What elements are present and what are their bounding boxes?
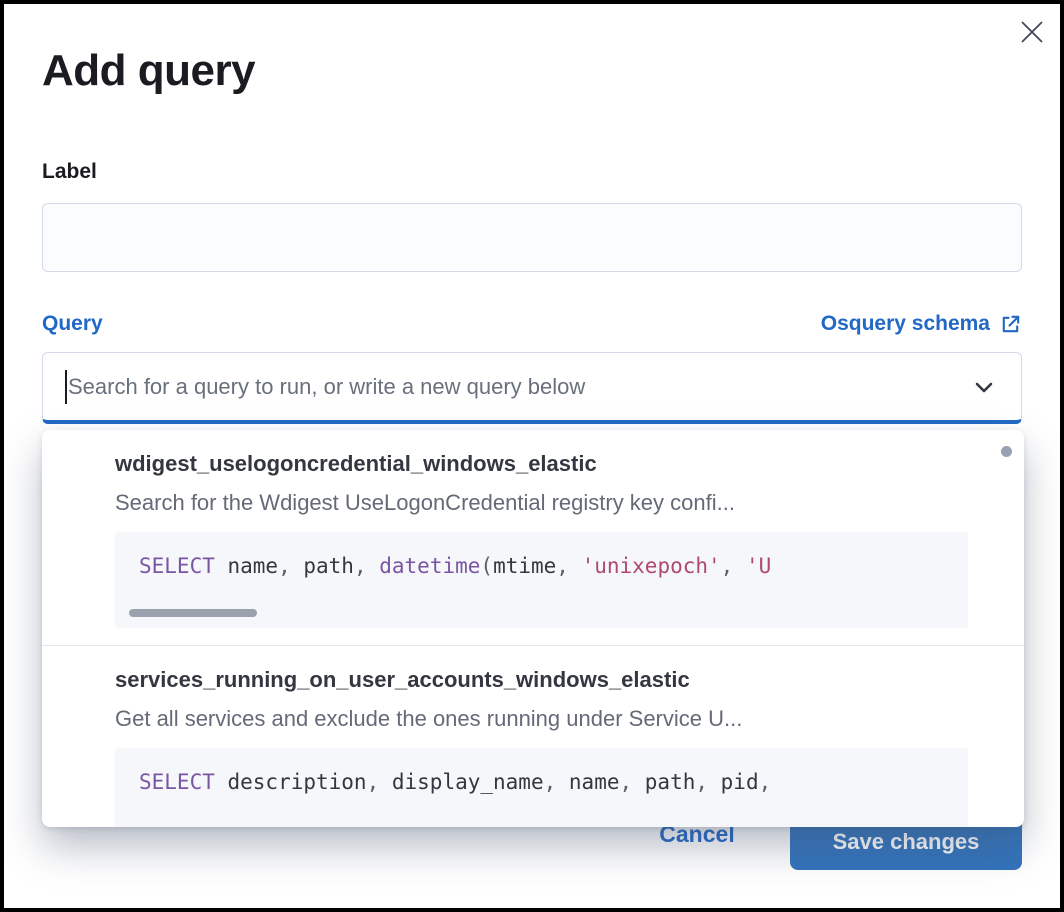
query-search-input[interactable]	[67, 373, 957, 400]
vertical-scrollbar-thumb[interactable]	[1001, 446, 1012, 457]
query-header-row: Query Osquery schema	[42, 312, 1022, 336]
chevron-down-icon[interactable]	[969, 372, 999, 402]
close-icon	[1019, 19, 1045, 45]
query-option-title: wdigest_uselogoncredential_windows_elast…	[115, 451, 597, 476]
query-option[interactable]: services_running_on_user_accounts_window…	[42, 646, 1024, 827]
page-title: Add query	[42, 46, 256, 95]
query-suggestions-dropdown: wdigest_uselogoncredential_windows_elast…	[42, 430, 1024, 827]
external-link-icon	[999, 313, 1022, 336]
query-option-description: Search for the Wdigest UseLogonCredentia…	[115, 490, 735, 515]
query-combobox[interactable]	[42, 352, 1022, 424]
query-option-sql-code: SELECT description, display_name, name, …	[115, 748, 968, 827]
osquery-schema-link[interactable]: Osquery schema	[821, 312, 1022, 336]
query-option[interactable]: wdigest_uselogoncredential_windows_elast…	[42, 430, 1024, 628]
label-input[interactable]	[42, 203, 1022, 272]
horizontal-scrollbar-thumb[interactable]	[129, 609, 257, 617]
close-button[interactable]	[1014, 14, 1050, 50]
query-field-label: Query	[42, 312, 103, 335]
option-divider	[42, 645, 1024, 646]
text-caret	[65, 369, 67, 404]
label-field-label: Label	[42, 160, 97, 183]
query-option-title: services_running_on_user_accounts_window…	[115, 667, 690, 692]
query-option-description: Get all services and exclude the ones ru…	[115, 706, 743, 731]
query-option-sql-code: SELECT name, path, datetime(mtime, 'unix…	[115, 532, 968, 628]
osquery-schema-link-label: Osquery schema	[820, 312, 990, 335]
